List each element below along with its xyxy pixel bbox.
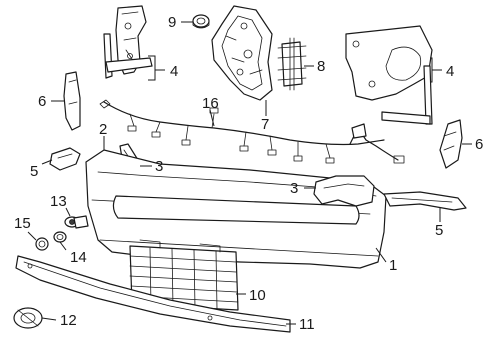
callout-4-right: 4 [446,63,454,80]
callout-13: 13 [50,193,67,210]
retainer-part [35,237,49,251]
callout-15: 15 [14,215,31,232]
callout-11: 11 [299,316,315,333]
callout-6-left: 6 [38,93,46,110]
wiring-harness-part [99,99,405,164]
bracket-right-upper [345,25,433,125]
callout-3-right: 3 [290,180,298,197]
callout-10: 10 [249,287,266,304]
bracket-left-upper [103,5,153,79]
callout-2: 2 [99,121,107,138]
callout-6-right: 6 [475,136,483,153]
face-bar-part [85,149,387,269]
end-cap-left [49,147,81,171]
callout-9: 9 [168,14,176,31]
callout-1: 1 [389,257,397,274]
callout-16: 16 [202,95,219,112]
callout-7: 7 [261,116,269,133]
filler-right [439,119,463,169]
callout-5-right: 5 [435,222,443,239]
end-bracket-right [313,175,375,207]
callout-12: 12 [60,312,77,329]
bolt-plate-part [277,37,307,91]
leader-lines [27,21,472,325]
callout-3-left: 3 [155,158,163,175]
lower-grille-part [129,239,239,311]
valance-part [15,255,291,333]
grommet-part [53,231,67,243]
clip-nut-part [192,14,210,29]
callout-4-left: 4 [170,63,178,80]
tow-hook-bezel-part [13,307,43,329]
center-bracket [211,5,273,101]
callout-5-left: 5 [30,163,38,180]
callout-numbers: 4 9 8 7 4 6 16 2 6 3 5 3 13 15 5 14 1 10… [14,14,483,333]
park-sensor-part [64,215,89,229]
callout-8: 8 [317,58,325,75]
callout-14: 14 [70,249,87,266]
filler-left [63,71,81,131]
end-cap-right [383,191,467,211]
